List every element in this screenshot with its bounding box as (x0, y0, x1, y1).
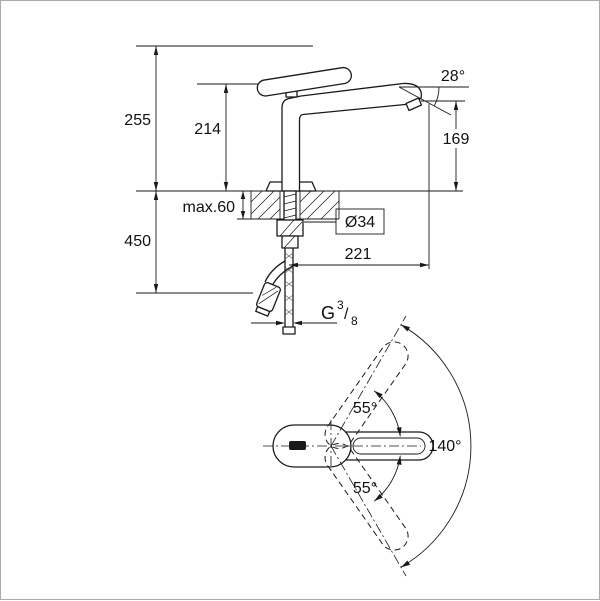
center-lines (263, 315, 421, 577)
dim-55-lower: 55° (353, 455, 402, 502)
dim-max60-label: max.60 (183, 199, 236, 216)
dim-214: 214 (194, 84, 229, 191)
thread-denominator: 8 (351, 314, 358, 328)
body-and-spout (281, 82, 423, 192)
faucet-body (256, 66, 423, 192)
aerator (405, 97, 423, 112)
hole-diameter-box (335, 208, 385, 235)
hose-end-fitting (282, 326, 296, 335)
dim-28deg-label: 28° (441, 68, 465, 85)
dim-255: 255 (124, 46, 159, 191)
side-view: 255 214 28° 169 max.6 (124, 45, 474, 335)
dim-55-upper: 55° (353, 390, 402, 437)
dim-hole-diameter: Ø34 (304, 208, 385, 235)
dim-hole-diameter-label: Ø34 (345, 214, 375, 231)
mounting-hardware (276, 190, 304, 249)
dim-255-label: 255 (124, 112, 151, 129)
dim-max60: max.60 (183, 191, 246, 219)
dim-450: 450 (124, 191, 159, 293)
plan-view: 140° 55° 55° (263, 315, 472, 577)
lever-top-mark (289, 441, 306, 450)
dim-450-label: 450 (124, 233, 151, 250)
lever-handle (256, 66, 352, 97)
shank (281, 235, 299, 249)
hose-connector (255, 282, 281, 317)
dim-140-label: 140° (428, 438, 461, 455)
supply-hose (255, 248, 296, 335)
dim-thread: G 3 / 8 (251, 298, 358, 328)
thread-numerator: 3 (337, 298, 344, 312)
dim-169: 169 (438, 101, 474, 191)
swivel-arc-140: 140° (400, 324, 472, 568)
thread-slash: / (344, 306, 349, 323)
dim-169-label: 169 (443, 131, 470, 148)
dim-55-upper-label: 55° (353, 400, 377, 417)
thread-letter: G (321, 303, 335, 323)
dim-221: 221 (289, 246, 429, 268)
dim-214-label: 214 (194, 121, 221, 138)
countertop-section (237, 190, 340, 220)
dim-221-label: 221 (345, 246, 372, 263)
dim-28deg: 28° (398, 68, 469, 116)
mounting-nut (276, 219, 304, 237)
dim-55-lower-label: 55° (353, 480, 377, 497)
